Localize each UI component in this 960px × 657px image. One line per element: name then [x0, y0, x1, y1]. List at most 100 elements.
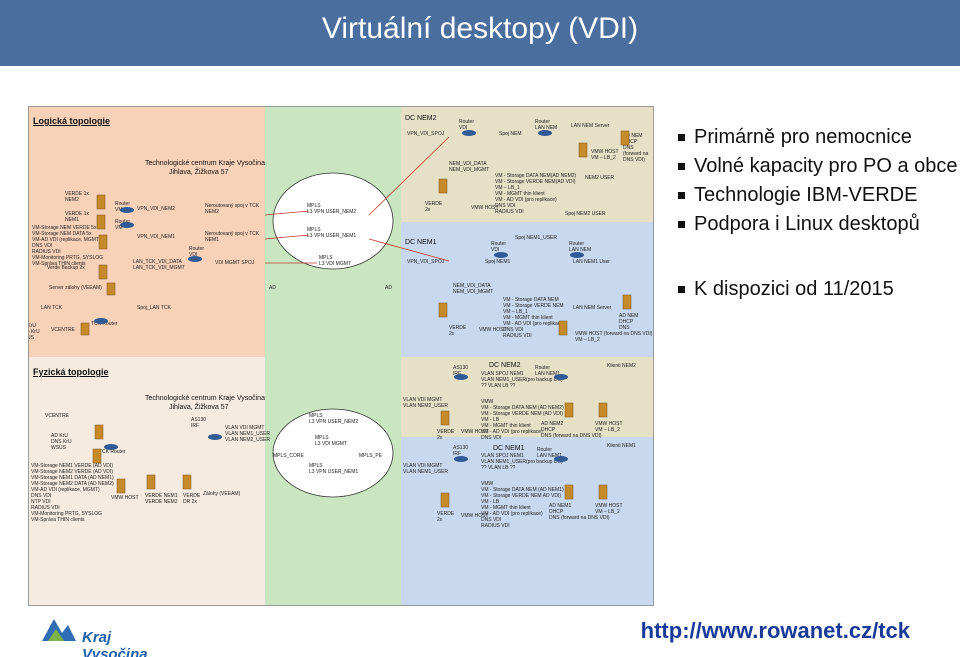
spoj-lan-tck-label: Spoj_LAN TCK	[137, 305, 171, 311]
server-icon	[438, 178, 448, 194]
lan-nem-server-2-label: LAN NEM Server	[573, 305, 612, 311]
bullet-marker-icon	[678, 221, 685, 228]
storage-nem1-label: VM - Storage DATA NEM VM - Storage VERDE…	[503, 297, 565, 339]
device-icons	[80, 130, 632, 508]
phys-ad-label: AD KrU DNS KrU WSUS	[51, 433, 72, 451]
phys-vlan-vdi-a-label: VLAN VDI MGMT VLAN NEM2_USER	[403, 397, 449, 409]
phys-mpls-nem1-label: MPLS L3 VPN USER_NEM1	[309, 463, 359, 475]
bullet-marker-icon	[678, 163, 685, 170]
phys-tck-router-label: TCK Router	[99, 449, 126, 455]
phys-verde-2x-a-label: VERDE 2x	[437, 429, 455, 441]
router-icon	[94, 318, 108, 324]
phys-mpls-pe-label: MPLS_PE	[359, 453, 383, 459]
spoj-nem1-label: Spoj NEM1	[485, 259, 511, 265]
mpls-cloud-logical	[272, 172, 394, 270]
server-icon	[598, 484, 608, 500]
phys-vmw-host-lb2b-label: VMW HOST VM – LB_2	[595, 503, 623, 515]
mpls-nem2-label: MPLS L3 VPN USER_NEM2	[307, 203, 357, 215]
server-icon	[80, 322, 90, 336]
phys-router-nem1-label: Router LAN NEM1	[535, 365, 561, 377]
server-icon	[182, 474, 192, 490]
server-icon	[564, 402, 574, 418]
vdi-mgmt-spoj-label: VDI MGMT SPOJ	[215, 260, 255, 266]
bullet-item: Podpora i Linux desktopů	[676, 213, 960, 236]
phys-vmw-host-b-label: VMW HOST	[461, 513, 489, 519]
server-icon	[146, 474, 156, 490]
spoj-nem2-user-label: Spoj NEM2 USER	[565, 211, 606, 217]
router-vm2-label: Router VM	[115, 219, 131, 231]
bullet-marker-icon	[678, 286, 685, 293]
logo-text: Kraj Vysočina	[82, 629, 148, 657]
phys-vmw-nem2-label: VMW VM - Storage DATA NEM (AD NEM2) VM -…	[481, 399, 564, 441]
dc-nem2-zone	[401, 107, 653, 222]
vpn-vdi-spoj-label: VPN_VDI_SPOJ	[407, 131, 445, 137]
phys-vcentre-label: VCENTRE	[45, 413, 69, 419]
vmw-host-lb2-2-label: VMW HOST (forward na DNS VDI) VM – LB_2	[575, 331, 653, 343]
link-line	[368, 136, 450, 216]
vmw-host-b-label: VMW HOST	[479, 327, 507, 333]
server-icon	[440, 492, 450, 508]
vpn-vdi-nem2-label: VPN_VDI_NEM2	[137, 206, 176, 212]
dc-nem1-label: DC NEM1	[405, 239, 437, 246]
router-icon	[120, 207, 134, 213]
router-icon	[208, 434, 222, 440]
nem-vdi-data-1-label: NEM_VDI_DATA NEM_VDI_MGMT	[453, 283, 494, 295]
phys-dc-nem2-label: DC NEM2	[489, 362, 521, 369]
server-icon	[578, 142, 588, 158]
router-vdi-3-label: Router VDI	[491, 241, 507, 253]
bullet-item: Technologie IBM-VERDE	[676, 184, 960, 207]
router-icon	[454, 374, 468, 380]
bullet-item: K dispozici od 11/2015	[676, 278, 960, 301]
phys-klienti-nem2-label: Klienti NEM2	[607, 363, 636, 369]
router-lan-nem-label: Router LAN NEM	[535, 119, 558, 131]
dc-nem2-label: DC NEM2	[405, 115, 437, 122]
phys-dc-nem1-label: DC NEM1	[493, 445, 525, 452]
server-icon	[98, 264, 108, 280]
phys-router-nem1b-label: Router LAN NEM1	[537, 447, 563, 459]
server-icon	[98, 234, 108, 250]
ad-left-label: AD KrU DNS KrU WSUS	[28, 323, 40, 341]
vmw-host-lb2-label: VMW HOST VM – LB_2	[591, 149, 619, 161]
server-icon	[106, 282, 116, 296]
phys-mpls-core-label: MPLS_CORE	[273, 453, 304, 459]
nem2-user-label: NEM2 USER	[585, 175, 615, 181]
phys-vmw-host-label: VMW HOST	[111, 495, 139, 501]
vmw-host-label: VMW HOST	[471, 205, 499, 211]
tc-address: Jihlava, Žižkova 57	[169, 169, 229, 176]
phys-vlan-vdi-b-label: VLAN VDI MGMT VLAN NEM1_USER	[403, 463, 449, 475]
server-icon	[96, 194, 106, 210]
logical-orange-zone	[29, 107, 265, 357]
router-vdi-label: Router VDI	[189, 246, 205, 258]
vpn-vdi-nem1-label: VPN_VDI_NEM1	[137, 234, 176, 240]
spoj-nem1-user-label: Spoj NEM1_USER	[515, 235, 557, 241]
nem-vdi-data-2-label: NEM_VDI_DATA NEM_VDI_MGMT	[449, 161, 490, 173]
server-icon	[438, 302, 448, 318]
link-line	[368, 238, 450, 262]
storage-list: VM-Storage NEM VERDE 5x VM-Storage NEM D…	[32, 225, 104, 267]
ad-small-label-2: AD	[385, 285, 392, 291]
verde-2x-b-label: VERDE 2x	[449, 325, 467, 337]
router-icon	[494, 252, 508, 258]
phys-mpls-mgmt-label: MPLS L3 VDI MGMT	[315, 435, 347, 447]
mpls-mgmt-label: MPLS L3 VDI MGMT	[319, 255, 351, 267]
router-icon	[188, 256, 202, 262]
kraj-vysocina-logo: Kraj Vysočina	[38, 613, 178, 657]
logo-icon	[42, 619, 76, 641]
server-icon	[620, 130, 630, 146]
router-lan-nem-2-label: Router LAN NEM	[569, 241, 592, 253]
server-icon	[598, 402, 608, 418]
footer-link[interactable]: http://www.rowanet.cz/tck	[640, 618, 910, 643]
verde-backup-label: Verde Backup 2x	[47, 265, 85, 271]
phys-ad-nem2-label: AD NEM2 DHCP DNS (forward na DNS VDI)	[541, 421, 602, 439]
tck-router-label: TCK Router	[91, 321, 118, 327]
router-icon	[570, 252, 584, 258]
phys-tc-title: Technologické centrum Kraje Vysočina	[145, 395, 265, 402]
bullet-list: Primárně pro nemocnice Volné kapacity pr…	[676, 126, 960, 307]
server-icon	[96, 214, 106, 230]
physical-title: Fyzická topologie	[33, 367, 109, 377]
storage-nem2-label: VM - Storage DATA NEM(AD NEM2) VM - Stor…	[495, 173, 577, 215]
logical-title: Logická topologie	[33, 116, 111, 126]
server-icon	[92, 448, 102, 464]
ad-small-label: AD	[269, 285, 276, 291]
link-line	[264, 234, 310, 240]
